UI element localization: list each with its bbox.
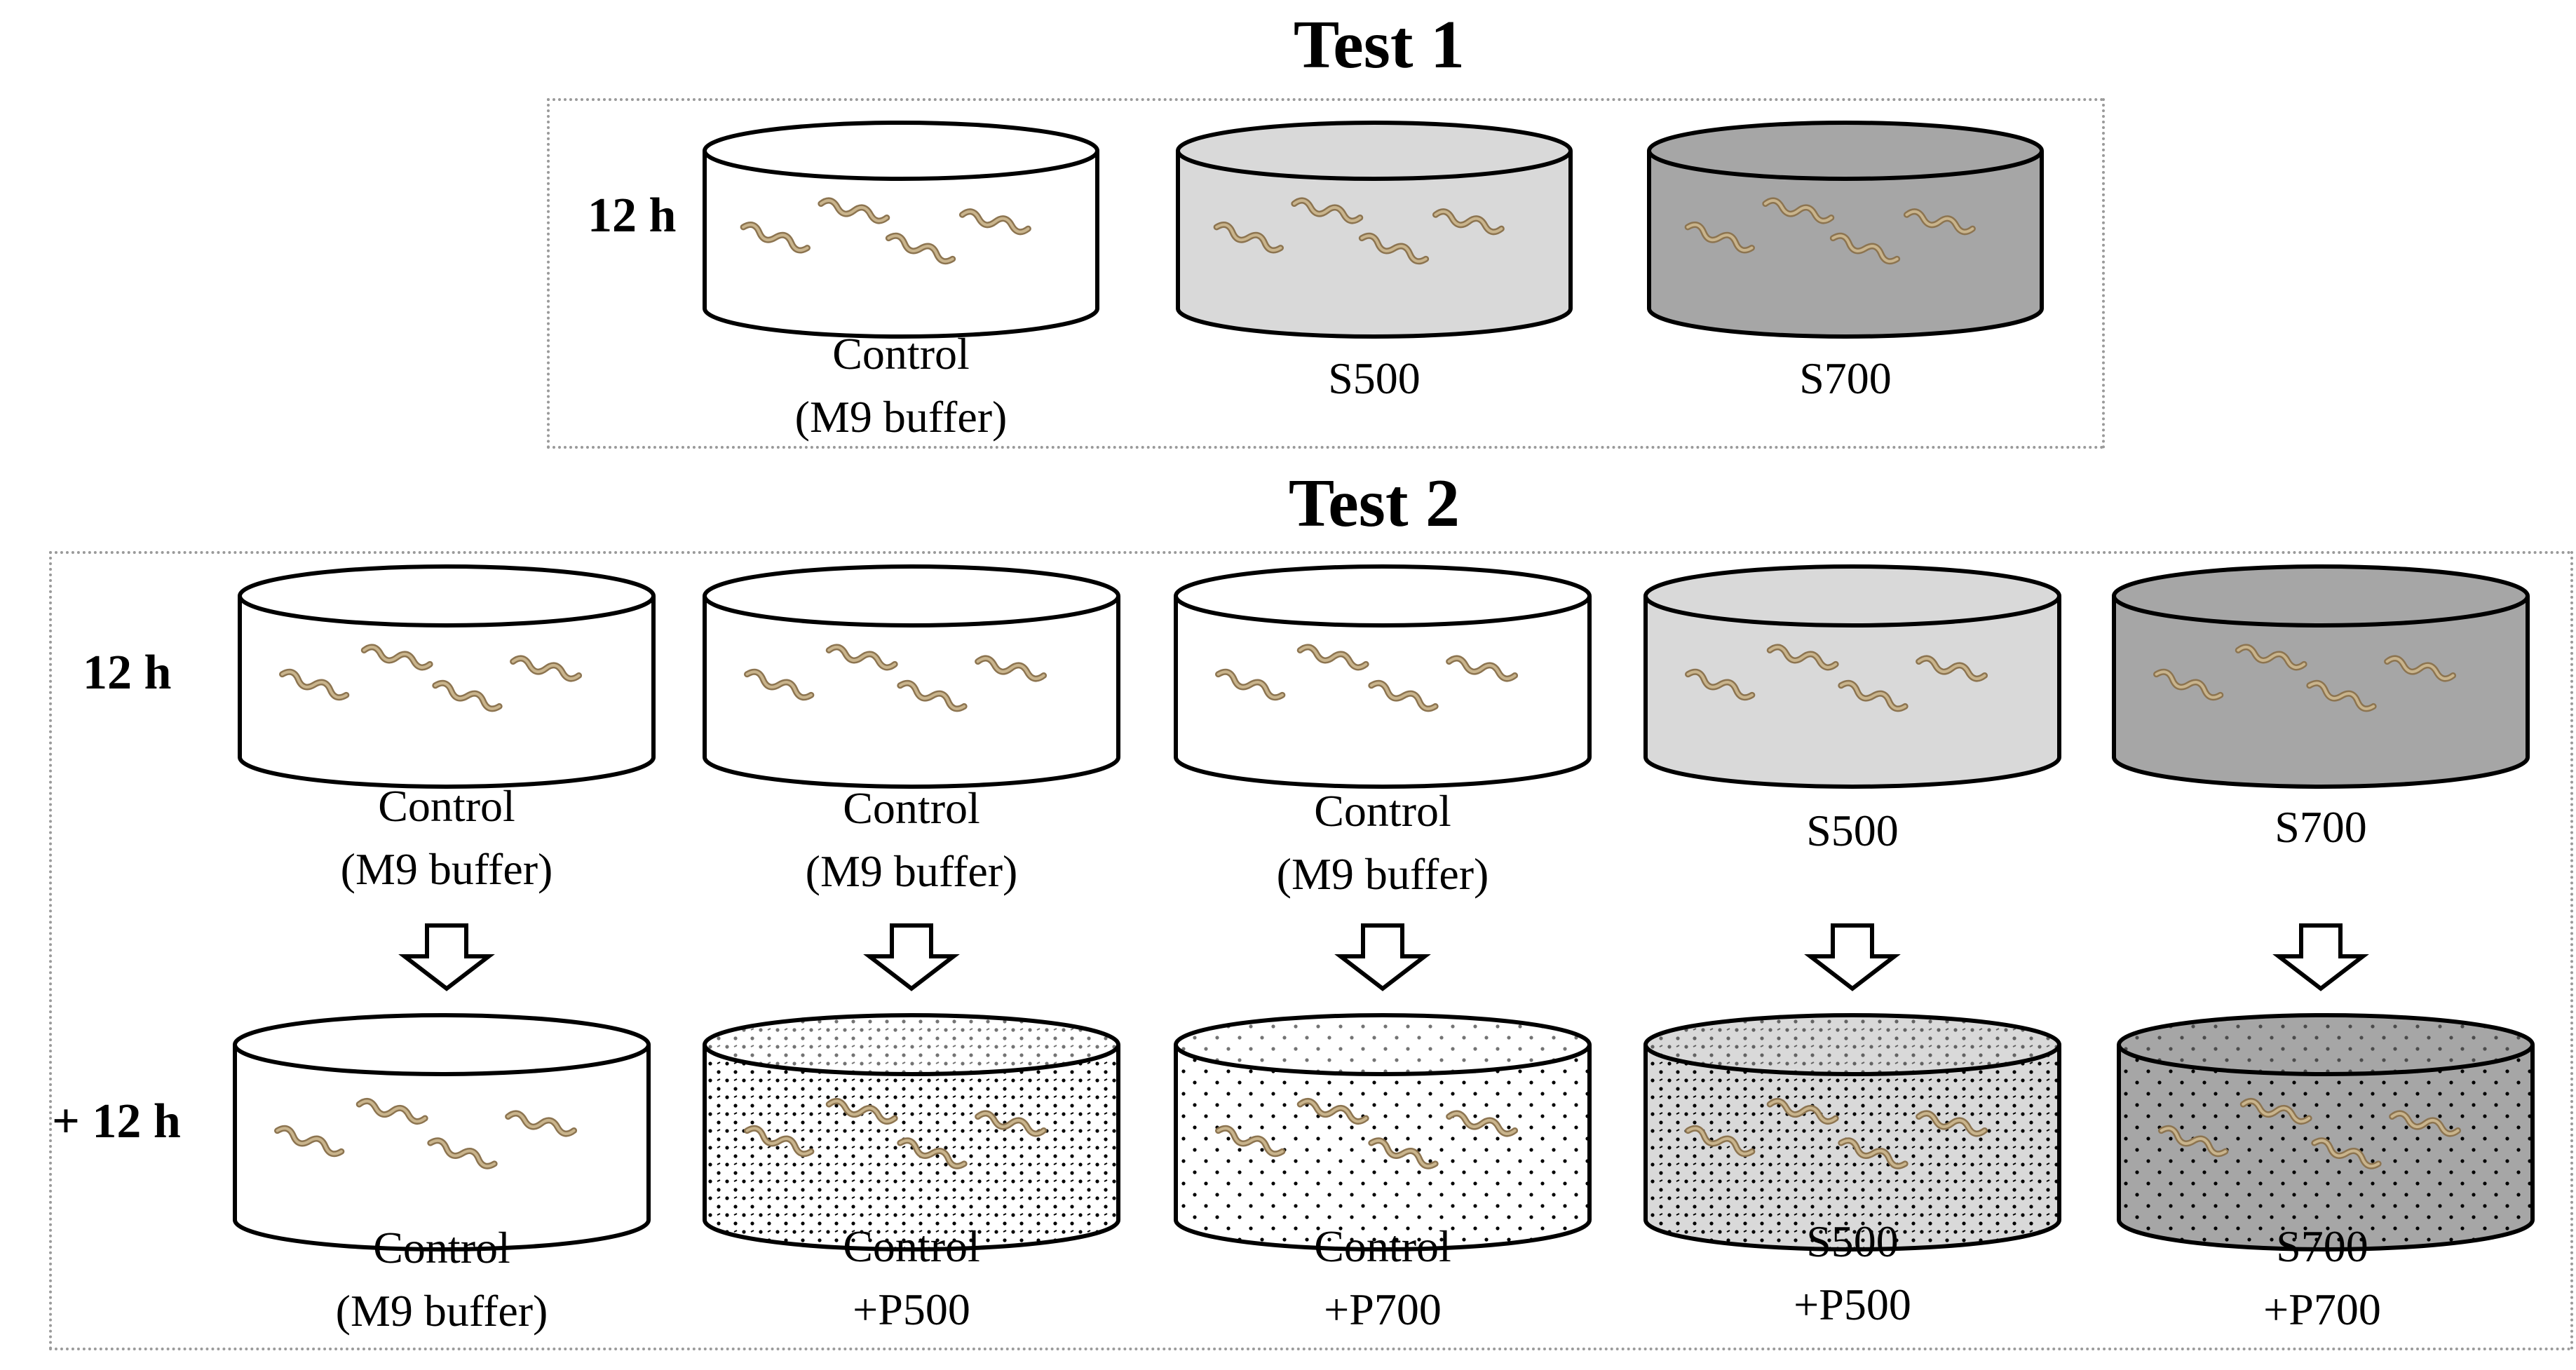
- down-arrow-icon: [398, 923, 495, 991]
- test2-bottom-label-control-p500: Control +P500: [701, 1215, 1122, 1341]
- label-line1: Control: [373, 1223, 510, 1273]
- test1-dish-label-control: Control (M9 buffer): [691, 323, 1111, 449]
- test2-bottom-label-control-p700: Control +P700: [1172, 1215, 1593, 1341]
- down-arrow-icon: [1804, 923, 1901, 991]
- label-line1: Control: [378, 781, 515, 831]
- test2-bottom-label-s500-p500: S500 +P500: [1642, 1210, 2063, 1336]
- label-line1: Control: [832, 329, 970, 379]
- test1-panel: [547, 98, 2105, 449]
- test2-top-dish-2: [1174, 564, 1592, 789]
- test2-top-dish-3: [1643, 564, 2061, 789]
- test2-title: Test 2: [1288, 466, 1460, 541]
- label-line2: (M9 buffer): [340, 844, 553, 894]
- label-line2: (M9 buffer): [794, 392, 1008, 442]
- label-line1: S500: [1328, 353, 1421, 403]
- down-arrow-icon: [2272, 923, 2369, 991]
- label-line1: S700: [2276, 1221, 2368, 1271]
- label-line2: +P700: [1324, 1284, 1442, 1334]
- test2-top-label-s500: S500: [1642, 799, 2063, 862]
- label-line1: S500: [1806, 1216, 1899, 1266]
- test2-bottom-label-control: Control (M9 buffer): [231, 1216, 652, 1343]
- test2-bottom-dish-4: [2117, 1013, 2535, 1252]
- label-line1: S700: [2275, 802, 2367, 852]
- label-line1: Control: [843, 1221, 980, 1271]
- test2-time-label-top: 12 h: [83, 646, 172, 700]
- test1-dish-label-s500: S500: [1164, 347, 1585, 410]
- test2-time-label-bottom: + 12 h: [52, 1094, 181, 1148]
- test2-top-dish-1: [703, 564, 1120, 789]
- test2-top-label-control-2: Control (M9 buffer): [701, 777, 1122, 903]
- test2-top-dish-4: [2112, 564, 2530, 789]
- down-arrow-icon: [863, 923, 960, 991]
- label-line1: S500: [1806, 806, 1899, 855]
- test2-bottom-dish-0: [233, 1013, 651, 1252]
- test1-dish-1: [1176, 121, 1573, 339]
- label-line1: S700: [1799, 353, 1892, 403]
- test2-top-label-control-3: Control (M9 buffer): [1172, 780, 1593, 906]
- label-line1: Control: [1314, 786, 1451, 836]
- label-line2: +P500: [853, 1284, 970, 1334]
- test1-title: Test 1: [1293, 7, 1465, 83]
- test2-bottom-dish-2: [1174, 1013, 1592, 1252]
- down-arrow-icon: [1334, 923, 1431, 991]
- test2-top-label-control-1: Control (M9 buffer): [236, 775, 657, 901]
- test1-dish-label-s700: S700: [1635, 347, 2056, 410]
- label-line2: (M9 buffer): [1276, 849, 1489, 899]
- label-line2: +P700: [2263, 1284, 2381, 1334]
- test2-panel: [49, 551, 2573, 1350]
- test1-dish-0: [703, 121, 1099, 339]
- label-line2: (M9 buffer): [335, 1286, 548, 1336]
- test2-bottom-label-s700-p700: S700 +P700: [2112, 1215, 2533, 1341]
- test2-bottom-dish-3: [1643, 1013, 2061, 1252]
- test2-bottom-dish-1: [703, 1013, 1120, 1252]
- test1-time-label: 12 h: [588, 189, 677, 243]
- test1-dish-2: [1647, 121, 2044, 339]
- test2-top-label-s700: S700: [2110, 796, 2531, 859]
- label-line1: Control: [843, 783, 980, 833]
- label-line2: (M9 buffer): [805, 846, 1018, 896]
- test2-top-dish-0: [238, 564, 656, 789]
- label-line1: Control: [1314, 1221, 1451, 1271]
- label-line2: +P500: [1794, 1280, 1911, 1329]
